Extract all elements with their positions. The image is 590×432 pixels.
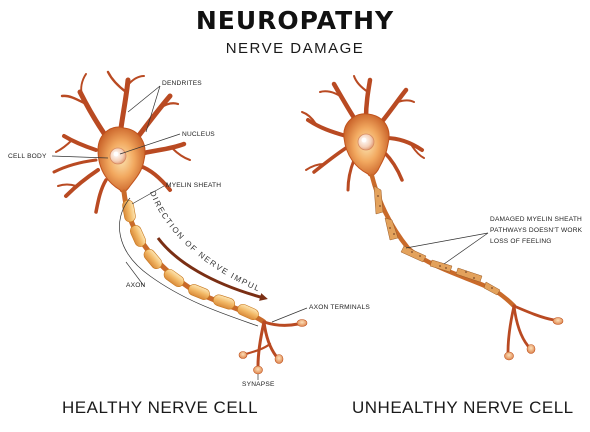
unhealthy-neuron: DAMAGED MYELIN SHEATH PATHWAYS DOESN'T W… (301, 75, 583, 361)
healthy-terminal-buttons (238, 319, 308, 375)
axon-label: AXON (126, 282, 146, 289)
damage-label-line3: LOSS OF FEELING (490, 238, 552, 245)
nucleus-label: NUCLEUS (182, 131, 215, 138)
unhealthy-caption: UNHEALTHY NERVE CELL (352, 398, 574, 417)
damage-speckles (377, 195, 493, 289)
unhealthy-leader-lines (405, 232, 489, 265)
healthy-myelin-sheath (122, 199, 259, 321)
damaged-myelin-sheath (373, 185, 501, 296)
axon-bracket (119, 197, 259, 327)
healthy-nucleus (109, 147, 127, 165)
damage-label-line2: PATHWAYS DOESN'T WORK (490, 227, 583, 234)
unhealthy-terminal-buttons (504, 317, 564, 361)
axon-terminals-label: AXON TERMINALS (309, 304, 370, 311)
page-title: NEUROPATHY (195, 6, 395, 35)
healthy-leader-lines (51, 85, 308, 380)
healthy-caption: HEALTHY NERVE CELL (62, 398, 259, 417)
cell-body-label: CELL BODY (8, 153, 47, 160)
unhealthy-nucleus (357, 133, 375, 151)
dendrites-label: DENDRITES (162, 80, 202, 87)
direction-arrow (156, 237, 268, 301)
healthy-axon-terminals (244, 320, 300, 368)
synapse-label: SYNAPSE (242, 381, 275, 388)
unhealthy-axon-terminals (506, 304, 556, 354)
page-subtitle: NERVE DAMAGE (225, 40, 365, 57)
healthy-neuron: DIRECTION OF NERVE IMPULSE DENDRITES NUC… (0, 0, 370, 388)
damage-label-line1: DAMAGED MYELIN SHEATH (490, 216, 582, 223)
myelin-sheath-label: MYELIN SHEATH (166, 182, 221, 189)
